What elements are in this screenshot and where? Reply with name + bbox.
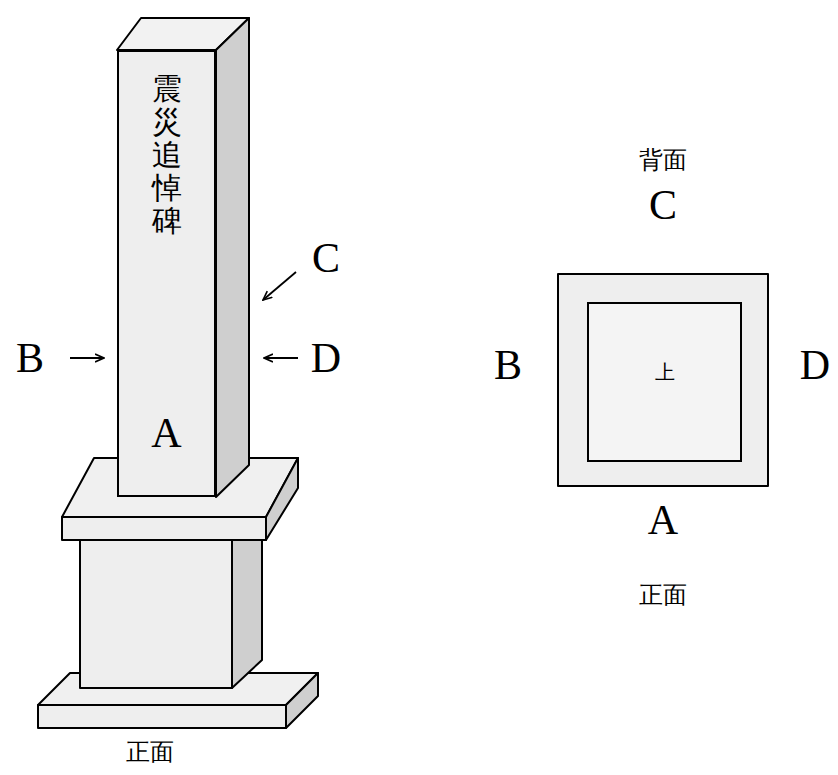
front-label: 正面 xyxy=(639,583,687,607)
top-view-inner: 上 xyxy=(587,302,742,462)
arrow-b xyxy=(70,357,104,359)
block-front xyxy=(80,540,232,688)
arrow-d xyxy=(264,357,298,359)
top-label: 上 xyxy=(589,362,740,382)
back-label: 背面 xyxy=(639,148,687,172)
view-letter: D xyxy=(311,337,341,379)
inscription: 震災追悼碑 xyxy=(152,72,182,237)
view-letter: A xyxy=(648,499,678,541)
base-side xyxy=(286,673,318,728)
view-letter: C xyxy=(649,184,677,226)
slab-front xyxy=(62,517,266,540)
front-label: 正面 xyxy=(126,740,174,764)
pillar-side xyxy=(216,18,249,497)
view-letter: C xyxy=(312,237,340,279)
top-view-outer xyxy=(558,274,768,486)
slab-side xyxy=(266,458,298,540)
face-letter: A xyxy=(119,412,214,454)
arrow-c xyxy=(263,272,296,300)
view-letter: B xyxy=(16,337,44,379)
view-letter: D xyxy=(800,344,830,386)
monument-face: 震災追悼碑 A xyxy=(117,50,216,497)
view-letter: B xyxy=(494,344,522,386)
base-front xyxy=(38,705,286,728)
